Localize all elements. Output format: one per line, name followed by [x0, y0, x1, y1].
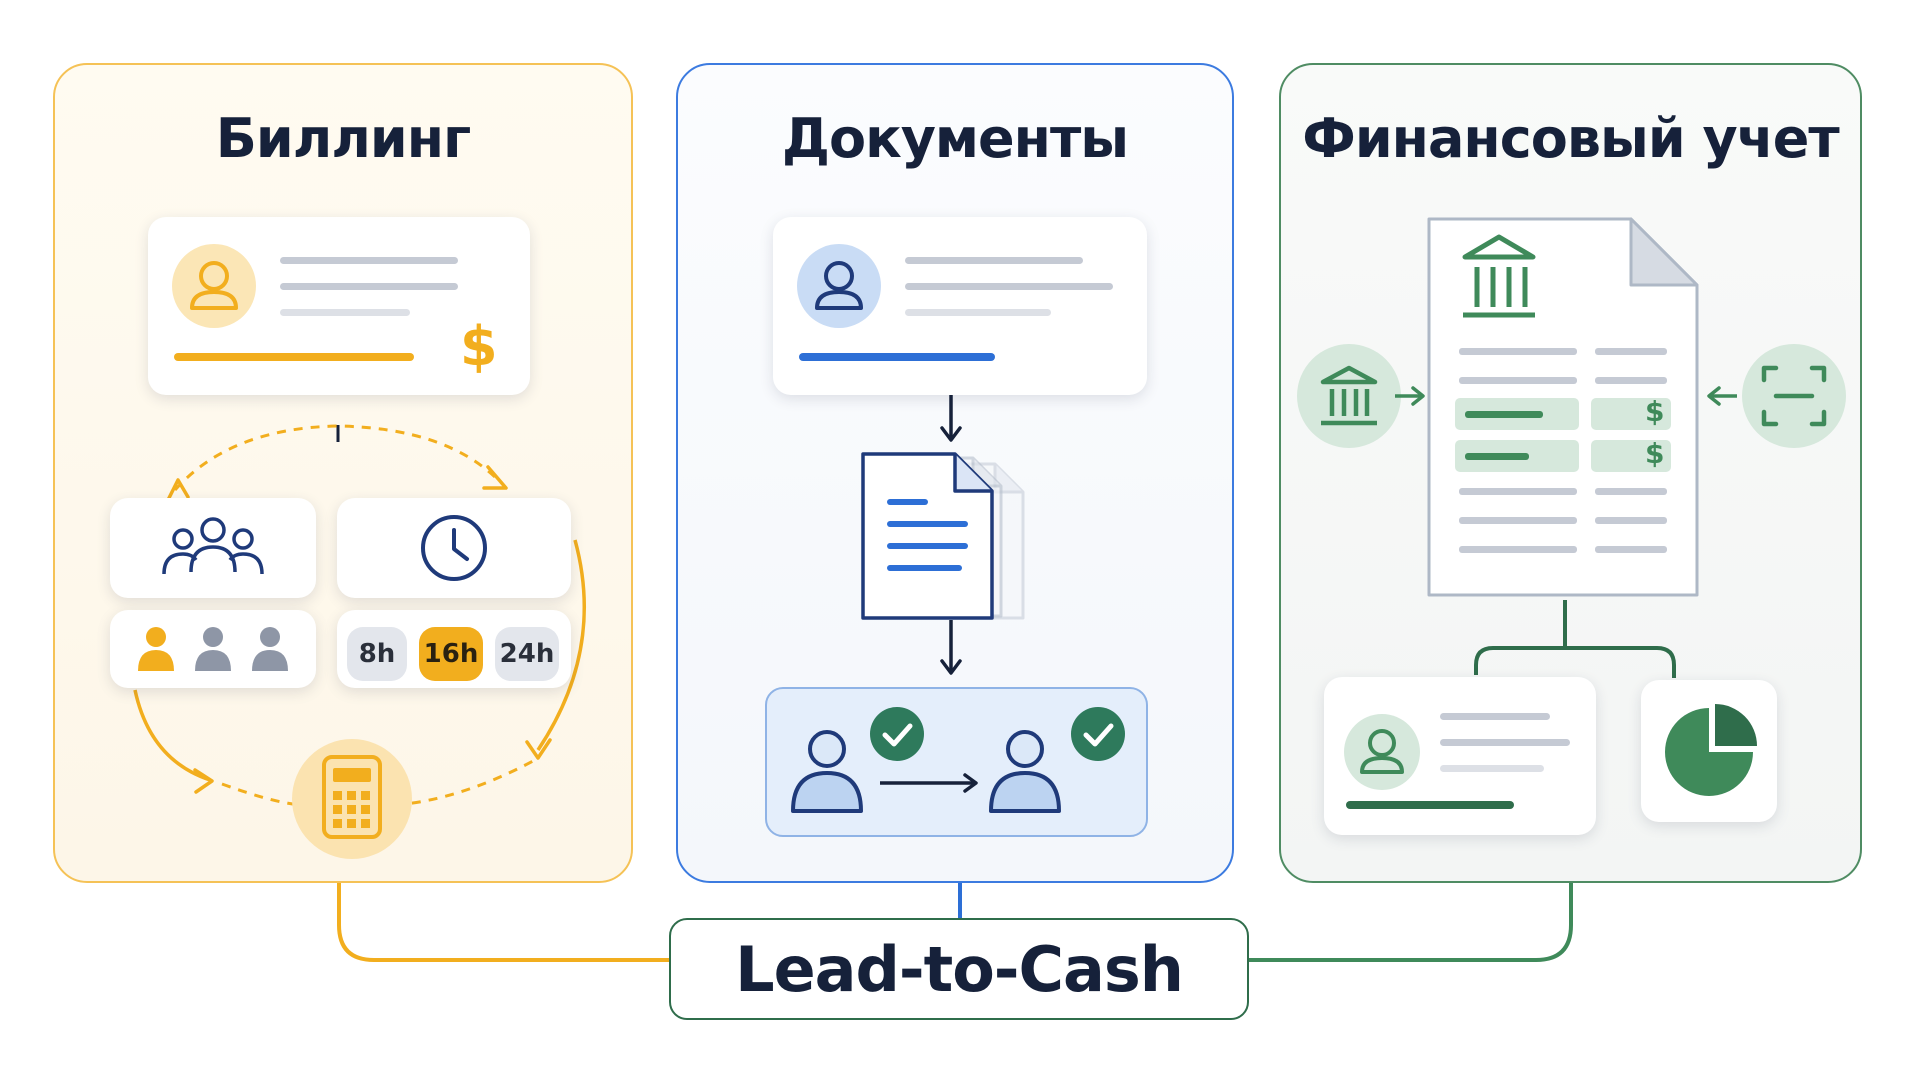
shift-chip-16h[interactable]: 16h: [419, 627, 483, 681]
report-card[interactable]: [1641, 680, 1777, 822]
arrow-left-icon: [1707, 386, 1737, 406]
text-line: [905, 257, 1083, 264]
bank-icon: [1297, 344, 1401, 448]
hub-label: Lead-to-Cash: [735, 932, 1184, 1006]
text-line: [1440, 713, 1550, 720]
user-icon: [172, 244, 256, 328]
calculator-icon: [292, 739, 412, 859]
document-stack-icon: [861, 452, 1025, 620]
ledger-dollar-2: $: [1645, 437, 1665, 470]
billing-connector: [337, 883, 670, 962]
clock-icon: [421, 515, 487, 581]
text-line: [280, 309, 410, 316]
person-icon-active[interactable]: [136, 626, 176, 672]
text-line: [280, 257, 458, 264]
documents-customer-card[interactable]: [773, 217, 1147, 395]
clock-card[interactable]: [337, 498, 571, 598]
pie-chart-icon: [1665, 704, 1757, 796]
text-line: [1440, 765, 1544, 772]
finance-connector: [1248, 883, 1573, 962]
group-icon: [162, 517, 264, 575]
text-line: [1440, 739, 1570, 746]
text-line: [905, 283, 1113, 290]
arrow-right-icon: [880, 773, 978, 793]
ledger-document: [1427, 217, 1699, 597]
check-badge-icon: [870, 707, 924, 761]
user-icon: [1344, 714, 1420, 790]
person-icon[interactable]: [250, 626, 290, 672]
billing-customer-card[interactable]: $: [148, 217, 530, 395]
finance-title: Финансовый учет: [1302, 107, 1839, 170]
user-icon: [989, 730, 1061, 813]
dollar-icon: $: [460, 315, 498, 378]
person-icon[interactable]: [193, 626, 233, 672]
shift-chip-24h[interactable]: 24h: [495, 627, 559, 681]
handoff-card[interactable]: [765, 687, 1148, 837]
progress-bar: [174, 353, 414, 361]
shift-selector-card[interactable]: 8h 16h 24h: [337, 610, 571, 688]
progress-bar: [799, 353, 995, 361]
team-card[interactable]: [110, 498, 316, 598]
lead-to-cash-hub[interactable]: Lead-to-Cash: [669, 918, 1249, 1020]
text-line: [905, 309, 1051, 316]
check-badge-icon: [1071, 707, 1125, 761]
billing-title: Биллинг: [215, 107, 471, 170]
ledger-dollar-1: $: [1645, 395, 1665, 428]
shift-chip-8h[interactable]: 8h: [347, 627, 407, 681]
user-icon: [791, 730, 863, 813]
bank-icon: [1462, 234, 1536, 318]
scan-icon: [1742, 344, 1846, 448]
staff-selector-card[interactable]: [110, 610, 316, 688]
progress-bar: [1346, 801, 1514, 809]
user-icon: [797, 244, 881, 328]
documents-title: Документы: [781, 107, 1129, 170]
arrow-right-icon: [1395, 386, 1425, 406]
account-card[interactable]: [1324, 677, 1596, 835]
text-line: [280, 283, 458, 290]
